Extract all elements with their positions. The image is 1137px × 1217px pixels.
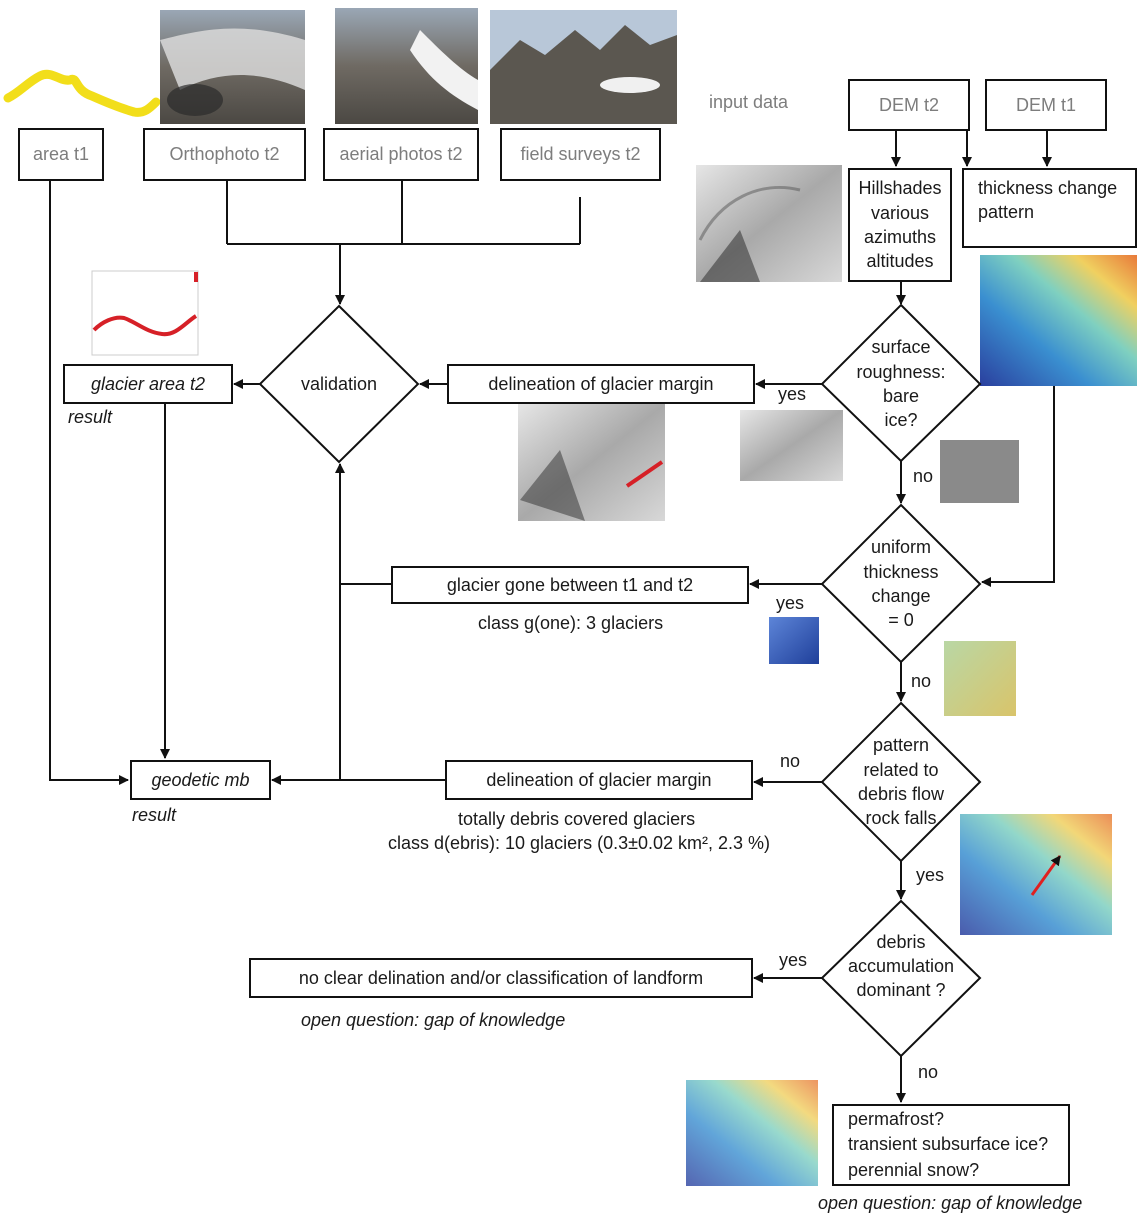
pattern-debris-text: pattern related to debris flow rock fall… <box>857 735 945 829</box>
area-t1-box: area t1 <box>18 128 104 181</box>
no-clear-delineation-box: no clear delination and/or classificatio… <box>249 958 753 998</box>
orthophoto-thumbnail <box>160 10 305 124</box>
geodetic-mb-box: geodetic mb <box>130 760 271 800</box>
thickness-change-pattern-box: thickness change pattern <box>962 168 1137 248</box>
roughness-yes-label: yes <box>778 384 807 404</box>
class-gone-label: class g(one): 3 glaciers <box>478 613 664 633</box>
delineation-margin-box-1: delineation of glacier margin <box>447 364 755 404</box>
open-question-label-1: open question: gap of knowledge <box>301 1010 566 1030</box>
debris-no-label: no <box>918 1062 939 1082</box>
field-surveys-t2-box: field surveys t2 <box>500 128 661 181</box>
uniform-blue-thumbnail <box>769 617 819 664</box>
bare-ice-texture-thumbnail <box>740 410 843 481</box>
permafrost-thumbnail <box>686 1080 818 1186</box>
connector-lines <box>49 128 1055 1103</box>
open-question-label-2: open question: gap of knowledge <box>818 1193 1083 1213</box>
uniform-yes-label: yes <box>776 593 805 613</box>
pattern-yes-label: yes <box>916 865 945 885</box>
roughness-no-label: no <box>913 466 934 486</box>
area-t1-thumbnail <box>3 8 161 124</box>
aerial-photo-thumbnail <box>335 8 478 124</box>
hillshades-box: Hillshades various azimuths altitudes <box>848 168 952 282</box>
hillshade-thumbnail <box>696 165 842 282</box>
validation-text: validation <box>300 373 378 394</box>
result-label-1: result <box>68 407 113 427</box>
class-debris-label: class d(ebris): 10 glaciers (0.3±0.02 km… <box>388 833 771 853</box>
debris-covered-label: totally debris covered glaciers <box>458 809 696 829</box>
orthophoto-t2-box: Orthophoto t2 <box>143 128 306 181</box>
field-survey-thumbnail <box>490 10 677 124</box>
rough-surface-thumbnail <box>940 440 1019 503</box>
glacier-area-t2-box: glacier area t2 <box>63 364 233 404</box>
delineation-thumbnail <box>518 404 665 521</box>
debris-flow-thumbnail <box>960 814 1112 935</box>
debris-accumulation-text: debris accumulation dominant ? <box>847 931 955 1001</box>
dem-t1-box: DEM t1 <box>985 79 1107 131</box>
input-data-label: input data <box>709 92 789 112</box>
glacier-area-outline-thumbnail <box>91 270 199 356</box>
surface-roughness-text: surface roughness: bare ice? <box>856 337 946 431</box>
uniform-thickness-text: uniform thickness change = 0 <box>863 537 939 631</box>
glacier-gone-box: glacier gone between t1 and t2 <box>391 566 749 604</box>
validation-diamond <box>258 304 420 464</box>
result-label-2: result <box>132 805 177 825</box>
uniform-no-label: no <box>911 671 932 691</box>
debris-yes-label: yes <box>779 950 808 970</box>
delineation-margin-box-2: delineation of glacier margin <box>445 760 753 800</box>
nonuniform-thumbnail <box>944 641 1016 716</box>
dem-t2-box: DEM t2 <box>848 79 970 131</box>
aerial-photos-t2-box: aerial photos t2 <box>323 128 479 181</box>
permafrost-box: permafrost? transient subsurface ice? pe… <box>832 1104 1070 1186</box>
thickness-change-thumbnail <box>980 255 1137 386</box>
pattern-no-label: no <box>780 751 801 771</box>
